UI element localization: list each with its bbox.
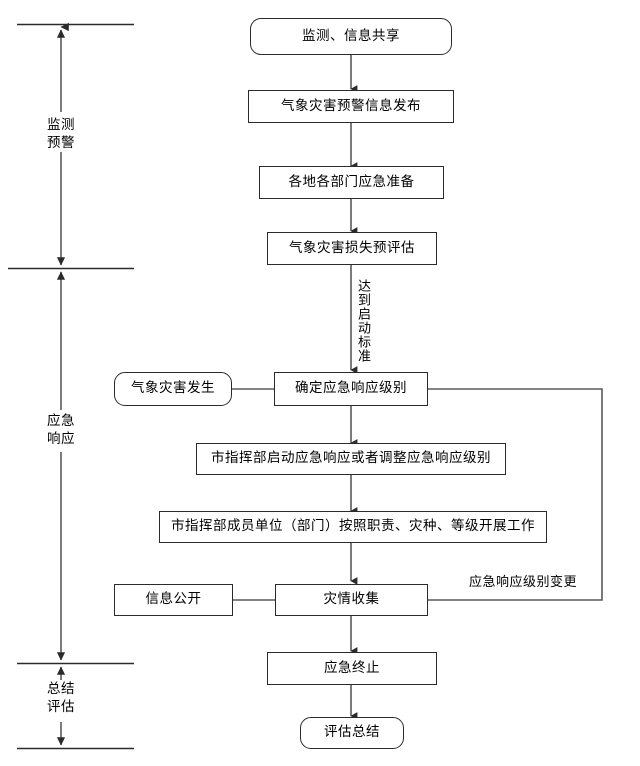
edge-label-level-change: 应急响应级别变更 xyxy=(458,571,588,590)
phase-label-response-line2: 响应 xyxy=(47,431,75,448)
node-warning-release[interactable]: 气象灾害预警信息发布 xyxy=(248,90,454,123)
node-disaster-occurs[interactable]: 气象灾害发生 xyxy=(114,372,232,406)
node-emergency-termination-label: 应急终止 xyxy=(324,659,380,676)
node-info-disclosure-label: 信息公开 xyxy=(145,591,202,608)
flow-connectors xyxy=(232,54,603,720)
node-disaster-collection-label: 灾情收集 xyxy=(323,591,380,608)
node-determine-level[interactable]: 确定应急响应级别 xyxy=(274,372,428,406)
node-assessment-summary-label: 评估总结 xyxy=(324,724,380,741)
node-loss-preassessment[interactable]: 气象灾害损失预评估 xyxy=(267,232,437,265)
node-assessment-summary[interactable]: 评估总结 xyxy=(300,717,404,749)
phase-label-summary: 总结 评估 xyxy=(26,680,96,717)
phase-label-response: 应急 响应 xyxy=(26,412,96,449)
edge-label-activation-standard: 达到启动标准 xyxy=(355,276,370,366)
node-determine-level-label: 确定应急响应级别 xyxy=(295,380,407,397)
node-emergency-prep-label: 各地各部门应急准备 xyxy=(288,173,415,190)
connector-feedback-level-change xyxy=(413,384,603,601)
phase-label-summary-line1: 总结 xyxy=(47,681,75,697)
node-member-units-work[interactable]: 市指挥部成员单位（部门）按照职责、灾种、等级开展工作 xyxy=(159,511,547,543)
node-info-disclosure[interactable]: 信息公开 xyxy=(114,584,233,616)
node-emergency-termination[interactable]: 应急终止 xyxy=(267,652,437,685)
node-activate-adjust-label: 市指挥部启动应急响应或者调整应急响应级别 xyxy=(211,450,491,467)
phase-label-monitoring: 监测 预警 xyxy=(26,116,96,153)
node-emergency-prep[interactable]: 各地各部门应急准备 xyxy=(259,166,444,199)
node-monitor-share-label: 监测、信息共享 xyxy=(302,27,400,44)
phase-divider-lines xyxy=(8,23,134,750)
phase-label-monitoring-line2: 预警 xyxy=(47,135,75,152)
node-disaster-collection[interactable]: 灾情收集 xyxy=(275,584,428,616)
node-activate-adjust[interactable]: 市指挥部启动应急响应或者调整应急响应级别 xyxy=(196,443,506,475)
node-monitor-share[interactable]: 监测、信息共享 xyxy=(250,18,452,55)
phase-label-summary-line2: 评估 xyxy=(47,699,75,716)
node-warning-release-label: 气象灾害预警信息发布 xyxy=(281,97,421,114)
node-disaster-occurs-label: 气象灾害发生 xyxy=(131,380,215,397)
node-loss-preassessment-label: 气象灾害损失预评估 xyxy=(289,239,415,256)
phase-label-response-line1: 应急 xyxy=(47,413,75,429)
phase-label-monitoring-line1: 监测 xyxy=(47,117,75,133)
node-member-units-work-label: 市指挥部成员单位（部门）按照职责、灾种、等级开展工作 xyxy=(171,518,535,535)
